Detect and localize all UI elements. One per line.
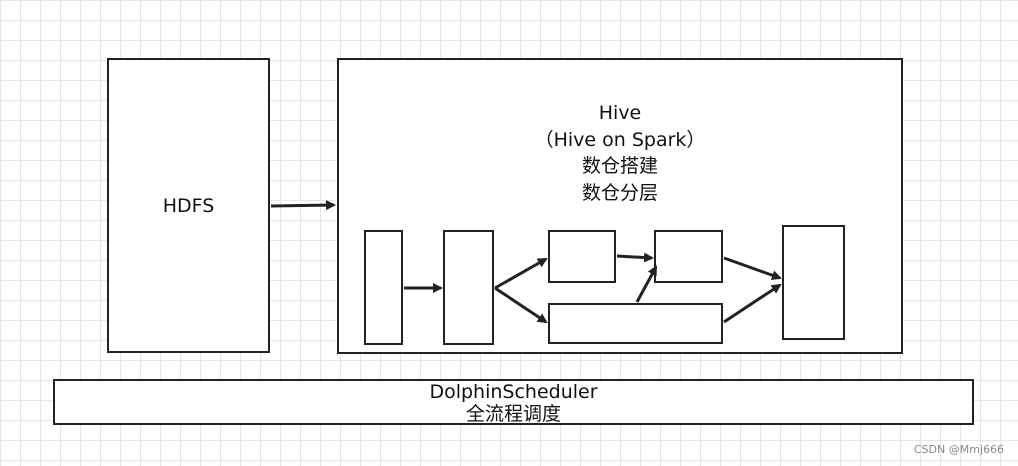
hdfs-label: HDFS	[162, 194, 215, 217]
hive-title: Hive	[598, 102, 642, 124]
hdfs-box: HDFS	[107, 58, 270, 353]
pipeline-node-2	[443, 230, 494, 345]
pipeline-node-6	[782, 225, 845, 340]
hive-subtitle: （Hive on Spark）	[534, 128, 706, 151]
scheduler-box: DolphinScheduler 全流程调度	[53, 379, 974, 425]
scheduler-text: DolphinScheduler 全流程调度	[55, 381, 972, 425]
scheduler-title: DolphinScheduler	[429, 381, 598, 403]
pipeline-node-4	[654, 230, 723, 283]
hive-text: Hive （Hive on Spark） 数仓搭建 数仓分层	[339, 100, 901, 206]
watermark-text: CSDN @Mmj666	[913, 443, 1004, 456]
scheduler-subtitle: 全流程调度	[465, 403, 561, 425]
hive-layering: 数仓分层	[581, 181, 658, 204]
pipeline-node-1	[364, 230, 403, 345]
pipeline-node-5	[548, 303, 723, 344]
hive-build: 数仓搭建	[581, 155, 658, 177]
arrow-hdfs-to-hive	[270, 200, 336, 211]
pipeline-node-3	[548, 230, 616, 283]
